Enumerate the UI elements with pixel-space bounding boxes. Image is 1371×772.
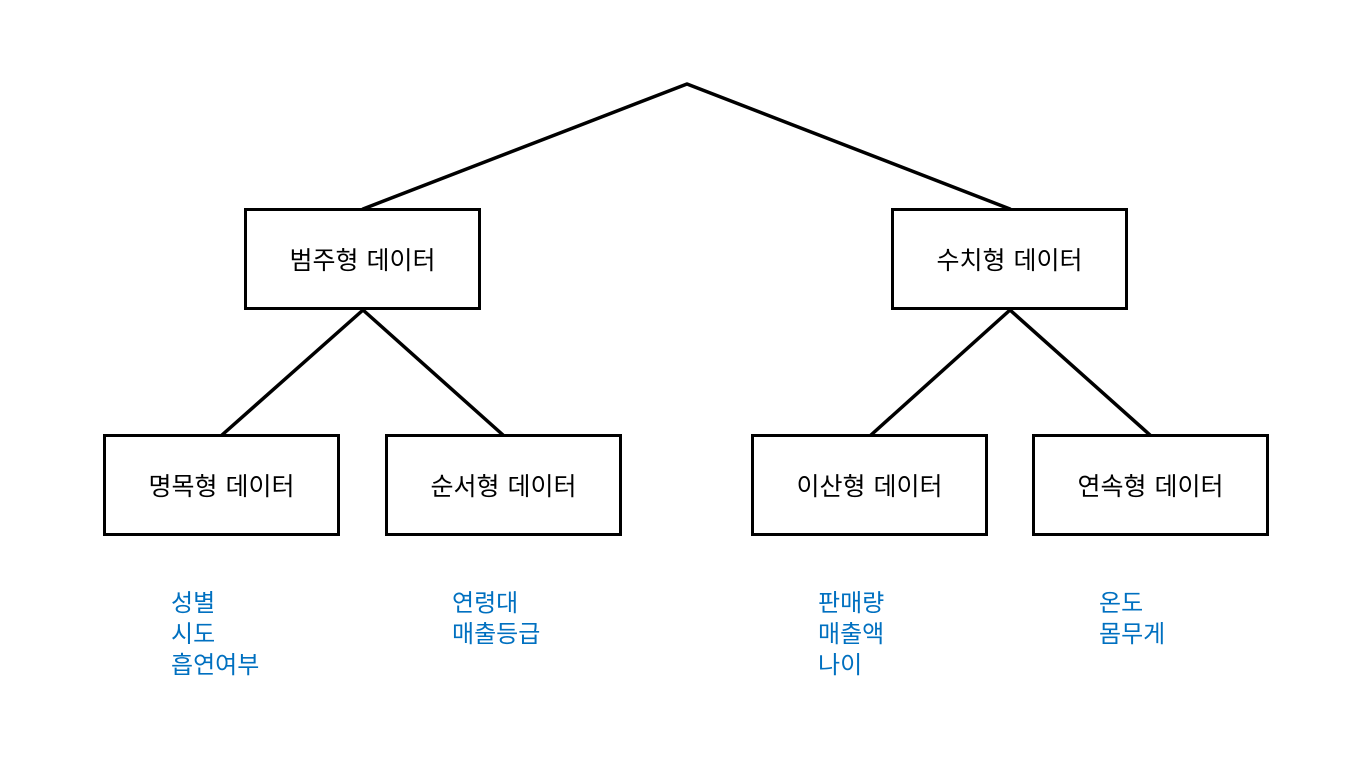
continuous-examples-list: 온도 몸무게 (1099, 588, 1165, 650)
node-label: 수치형 데이터 (936, 246, 1083, 275)
node-label: 이산형 데이터 (796, 472, 943, 501)
root-connector (361, 82, 1012, 211)
example-item: 판매량 (818, 589, 885, 617)
node-label: 범주형 데이터 (289, 246, 436, 275)
node-numerical-data: 수치형 데이터 (891, 208, 1128, 310)
example-item: 시도 (171, 620, 216, 648)
example-item: 흡연여부 (171, 651, 260, 679)
node-ordinal-data: 순서형 데이터 (385, 434, 622, 536)
connector-numerical-continuous (1008, 308, 1152, 437)
node-label: 연속형 데이터 (1077, 472, 1224, 501)
example-item: 성별 (171, 589, 216, 617)
example-item: 연령대 (452, 589, 519, 617)
node-discrete-data: 이산형 데이터 (751, 434, 988, 536)
connector-categorical-nominal (220, 308, 365, 437)
node-continuous-data: 연속형 데이터 (1032, 434, 1269, 536)
example-item: 매출액 (818, 620, 885, 648)
discrete-examples-list: 판매량 매출액 나이 (818, 588, 884, 681)
nominal-examples-list: 성별 시도 흡연여부 (171, 588, 259, 681)
node-categorical-data: 범주형 데이터 (244, 208, 481, 310)
node-nominal-data: 명목형 데이터 (103, 434, 340, 536)
example-item: 매출등급 (452, 620, 541, 648)
connector-numerical-discrete (869, 308, 1012, 437)
node-label: 순서형 데이터 (430, 472, 577, 501)
ordinal-examples-list: 연령대 매출등급 (452, 588, 540, 650)
node-label: 명목형 데이터 (148, 472, 295, 501)
example-item: 온도 (1099, 589, 1144, 617)
connector-categorical-ordinal (361, 308, 505, 437)
example-item: 나이 (818, 651, 863, 679)
example-item: 몸무게 (1099, 620, 1166, 648)
